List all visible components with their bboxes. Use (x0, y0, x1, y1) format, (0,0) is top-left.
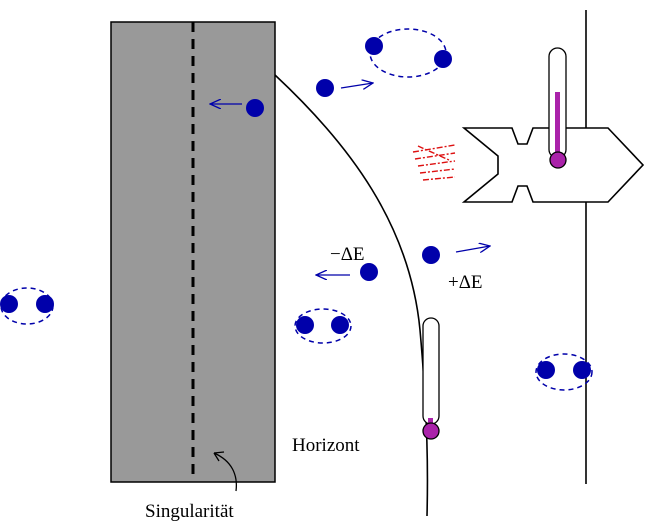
particle-icon (573, 361, 591, 379)
particle-icon (360, 263, 378, 281)
horizon-curve (274, 74, 429, 517)
singularity-label: Singularität (145, 501, 234, 522)
horizon-label: Horizont (292, 435, 360, 456)
pair-link-icon (369, 28, 447, 78)
particle-icon (434, 50, 452, 68)
particle-icon (331, 316, 349, 334)
thermometer-icon (548, 47, 567, 169)
particle-icon (246, 99, 264, 117)
arrow-icon (340, 83, 373, 88)
thermometer-icon (422, 317, 440, 440)
particle-icon (422, 246, 440, 264)
particle-icon (36, 295, 54, 313)
plus-delta-e-label: +ΔE (448, 272, 483, 293)
particle-icon (0, 295, 18, 313)
pointer-head (213, 451, 225, 462)
particle-icon (296, 316, 314, 334)
particle-icon (316, 79, 334, 97)
particle-icon (365, 37, 383, 55)
minus-delta-e-label: −ΔE (330, 244, 365, 265)
exhaust-icon (412, 144, 456, 181)
particle-icon (537, 361, 555, 379)
pair-link-icon (294, 308, 352, 344)
arrow-icon (455, 246, 490, 252)
singularity-pointer (213, 452, 238, 492)
pair-link-icon (535, 353, 593, 391)
